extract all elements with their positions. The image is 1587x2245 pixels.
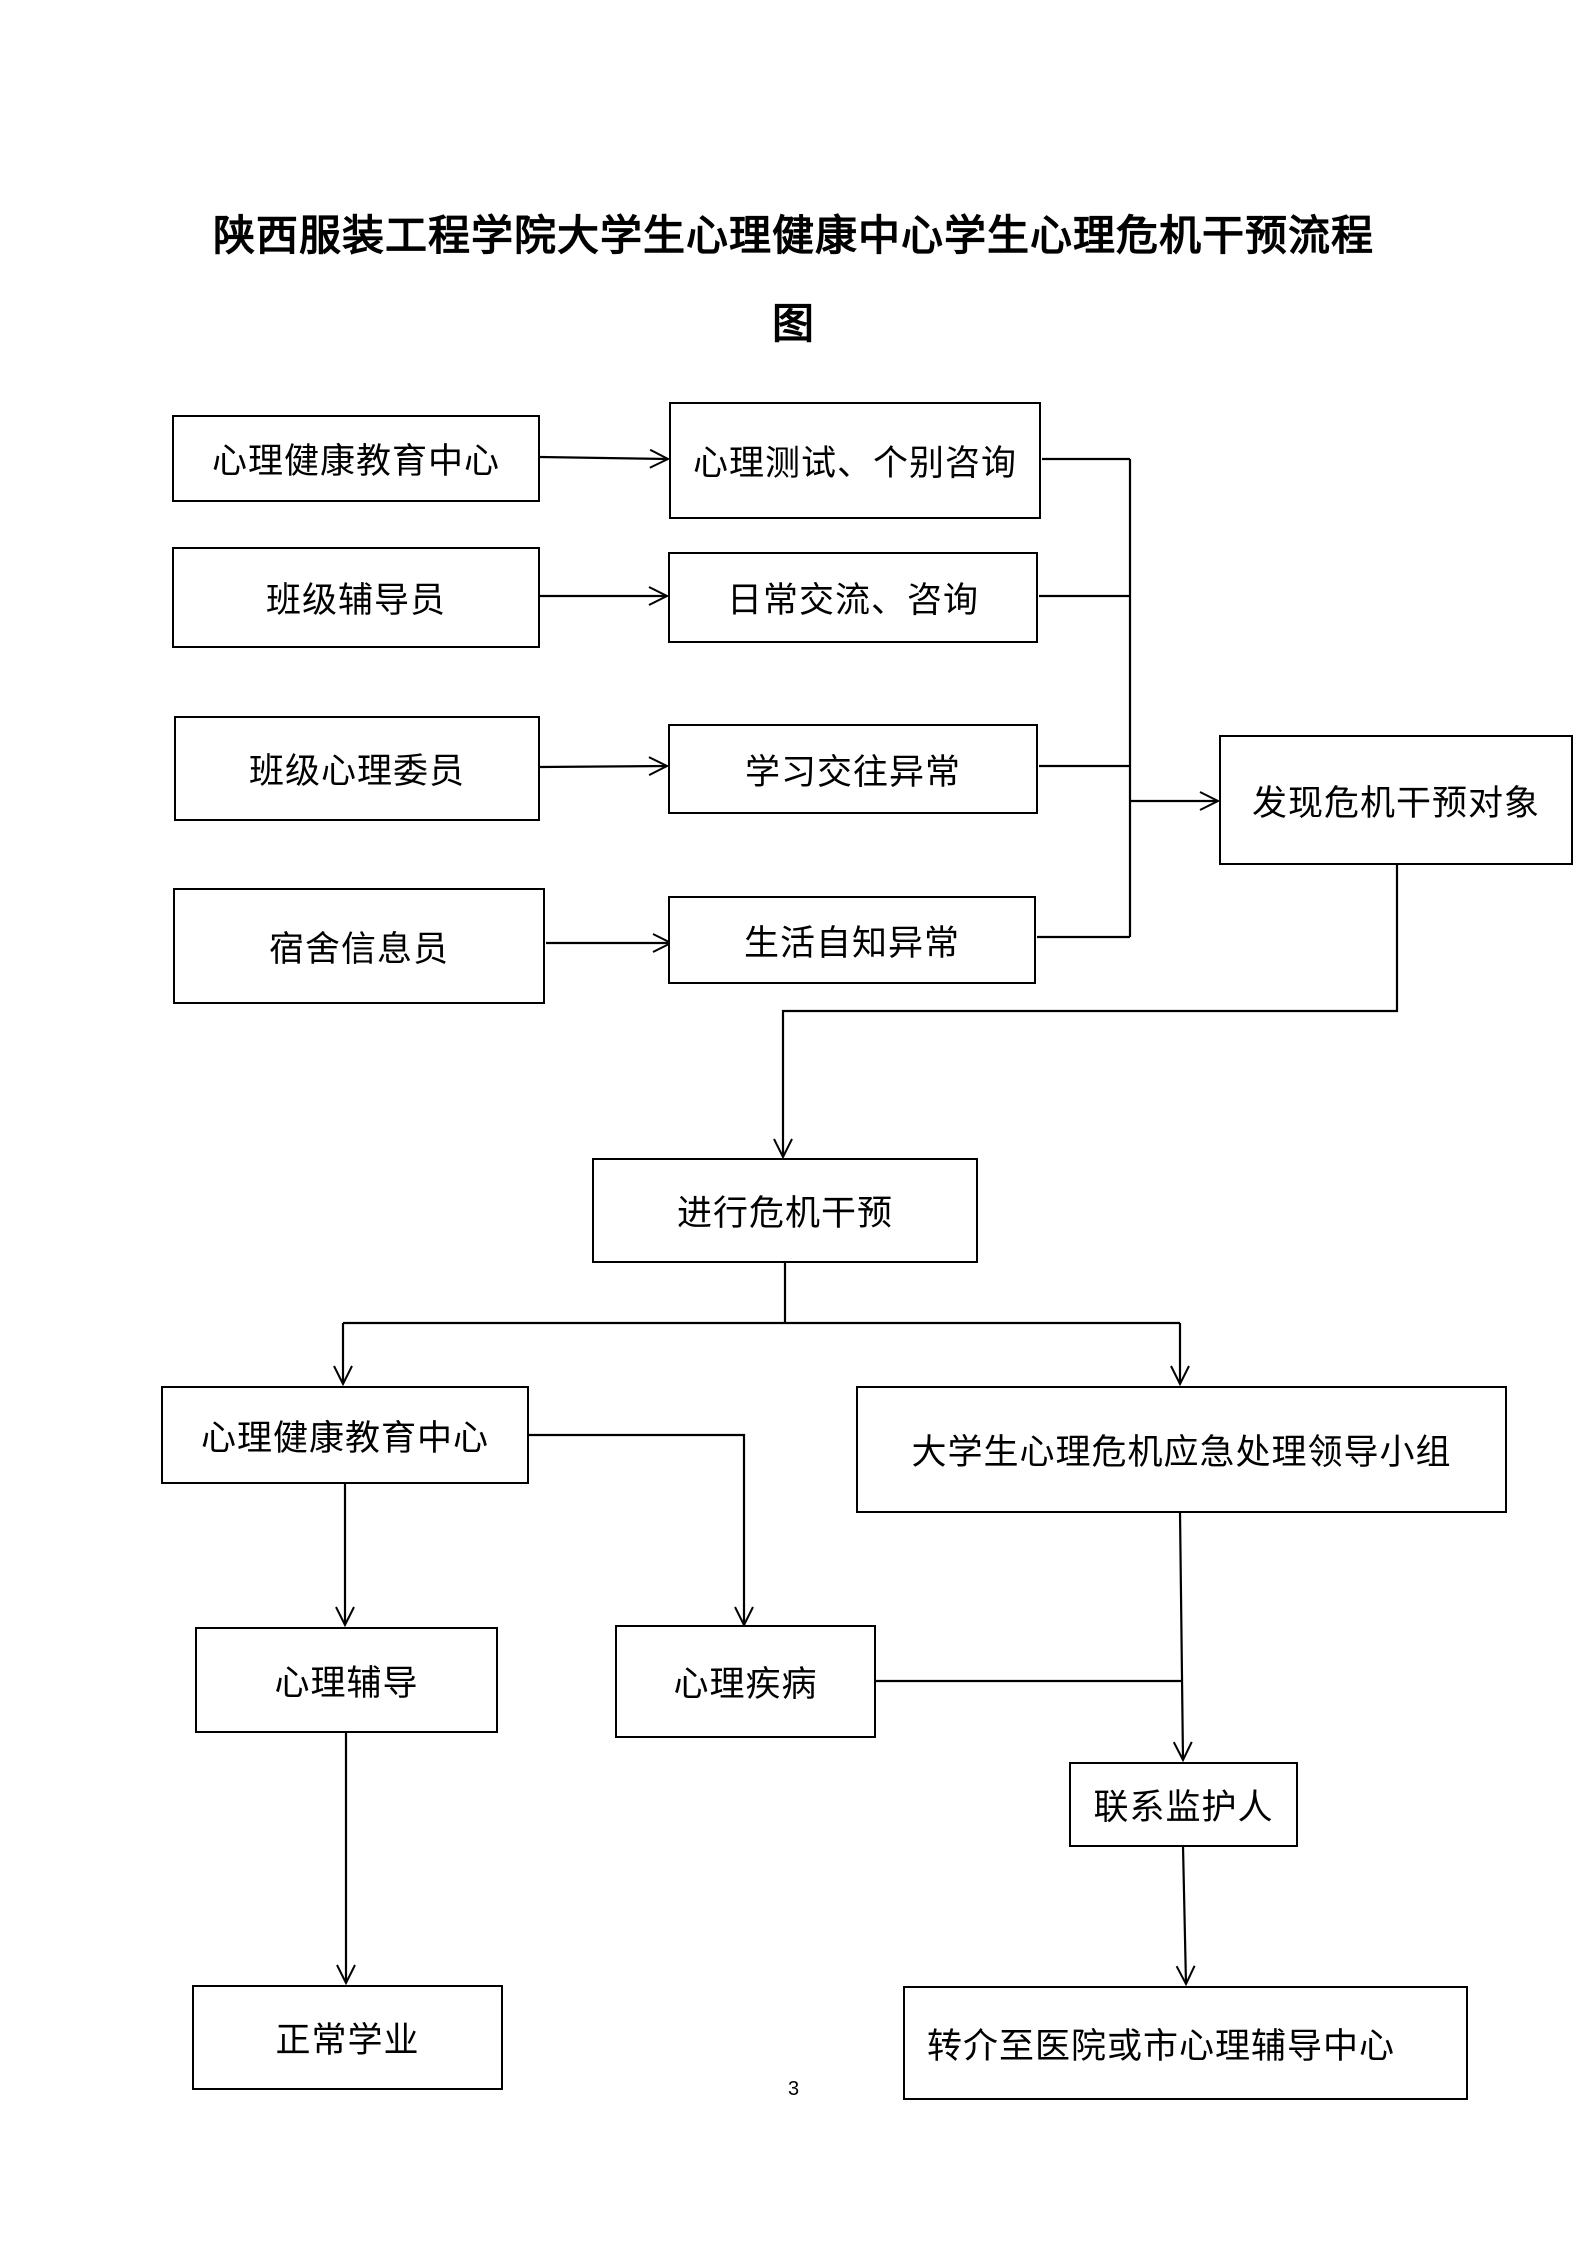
crisis-intervention-box: 进行危机干预 (592, 1158, 978, 1263)
arrow-discover-to-intervention (783, 865, 1399, 1157)
channel-daily-communication: 日常交流、咨询 (668, 552, 1038, 643)
source-mental-health-center: 心理健康教育中心 (172, 415, 540, 502)
channel-study-social-abnormal: 学习交往异常 (668, 724, 1038, 814)
page-number: 3 (787, 2078, 800, 2100)
arrow-center-to-illness (528, 1433, 744, 1625)
branch-emergency-group: 大学生心理危机应急处理领导小组 (856, 1386, 1507, 1513)
branch-mental-health-center: 心理健康教育中心 (161, 1386, 529, 1484)
discover-target-box: 发现危机干预对象 (1219, 735, 1573, 865)
arrow-group-to-guardian (1180, 1511, 1183, 1760)
outcome-contact-guardian: 联系监护人 (1069, 1762, 1298, 1847)
arrow-center-to-test (539, 457, 668, 459)
page-title-continued: 图 (771, 299, 815, 348)
source-class-psych-committee: 班级心理委员 (174, 716, 540, 821)
page-title: 陕西服装工程学院大学生心理健康中心学生心理危机干预流程 (212, 211, 1374, 260)
channel-test-consult: 心理测试、个别咨询 (669, 402, 1041, 519)
arrow-committee-to-study (539, 766, 667, 767)
arrow-guardian-to-referral (1183, 1845, 1186, 1984)
outcome-counseling: 心理辅导 (195, 1627, 498, 1733)
outcome-normal-study: 正常学业 (192, 1985, 503, 2090)
source-dorm-informant: 宿舍信息员 (173, 888, 545, 1004)
outcome-mental-illness: 心理疾病 (615, 1625, 876, 1738)
channel-life-self-abnormal: 生活自知异常 (668, 896, 1036, 984)
source-class-counselor: 班级辅导员 (172, 547, 540, 648)
